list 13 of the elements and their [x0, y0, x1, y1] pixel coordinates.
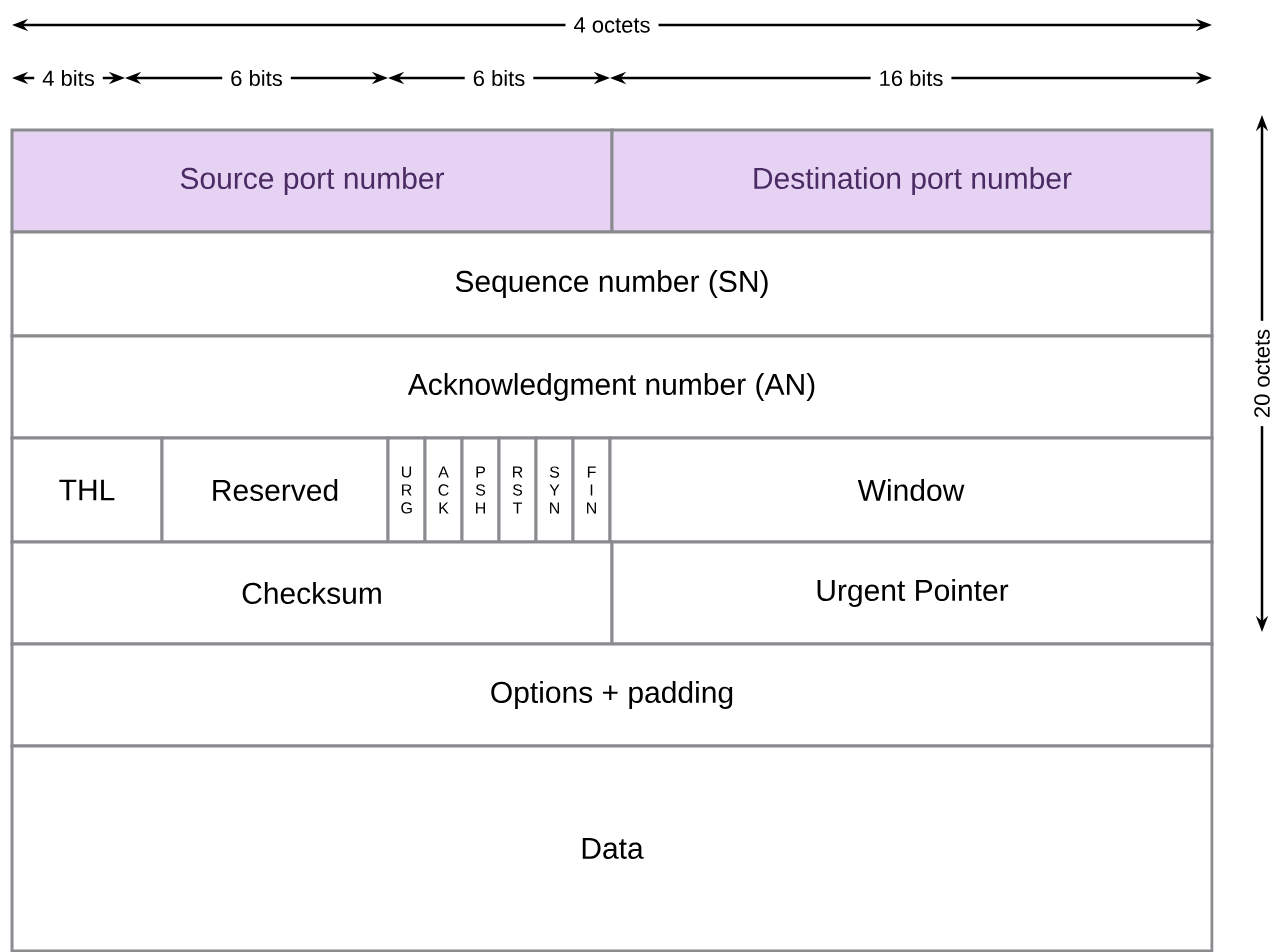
field-cell: Destination port number — [610, 128, 1214, 234]
field-cell: THL — [10, 436, 164, 544]
flag-cell: P S H — [460, 436, 501, 544]
field-cell: Urgent Pointer — [610, 540, 1214, 646]
field-cell: Options + padding — [10, 642, 1214, 748]
flag-cell: S Y N — [534, 436, 575, 544]
flag-cell: F I N — [571, 436, 612, 544]
field-cell: Sequence number (SN) — [10, 230, 1214, 338]
field-cell: Data — [10, 744, 1214, 952]
field-cell: Source port number — [10, 128, 614, 234]
flag-cell: A C K — [423, 436, 464, 544]
flag-cell: U R G — [386, 436, 427, 544]
flag-cell: R S T — [497, 436, 538, 544]
